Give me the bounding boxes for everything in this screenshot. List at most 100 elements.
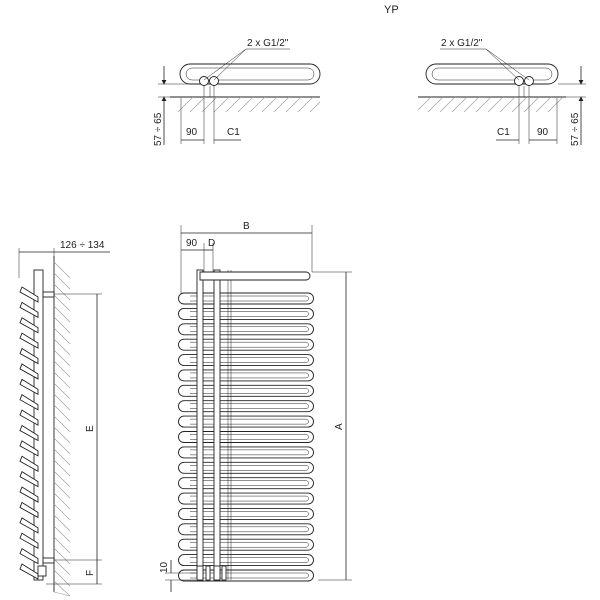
front-tube-inner (190, 326, 309, 333)
side-tube (19, 347, 39, 365)
wall-hatch-line (53, 316, 71, 334)
wall-hatch-line (53, 591, 71, 597)
wall-hatch-line (53, 327, 71, 345)
mounting-bracket (42, 557, 55, 564)
front-collector (196, 269, 204, 581)
spacing-90-label-front: 90 (186, 238, 198, 249)
wall-hatch-line (53, 503, 71, 521)
side-tube (19, 332, 39, 349)
front-tube-inner (190, 311, 309, 317)
front-view: B 90 D A 10 (159, 221, 352, 592)
connection-label: 2 x G1/2" (441, 38, 483, 49)
connector-icon (209, 76, 219, 86)
depth-range-label-left: 57 ÷ 65 (153, 112, 164, 146)
side-tubes (19, 286, 39, 580)
wall-hatch-line (53, 558, 71, 576)
front-tube-inner (190, 557, 309, 563)
side-tube (19, 517, 39, 534)
f-dimension-label: F (85, 570, 96, 576)
wall-hatch-line (53, 294, 71, 312)
a-dimension-label: A (334, 423, 345, 430)
wall-hatch-line (53, 437, 71, 455)
plan-view-right: 2 x G1/2" 57 ÷ 65 C1 90 (417, 38, 586, 146)
front-tube-inner (190, 341, 309, 348)
side-view: 126 ÷ 134 E F (18, 240, 110, 597)
connector-icon (524, 76, 534, 86)
side-tube (19, 301, 39, 319)
wall-hatch-line (53, 272, 71, 290)
wall-hatch-line (53, 393, 71, 411)
side-tube (19, 547, 39, 565)
connector-icon (199, 76, 209, 86)
wall-hatch-line (53, 459, 71, 477)
wall-hatch-line (53, 283, 71, 301)
c1-label-right: C1 (497, 127, 510, 138)
side-tube (19, 563, 39, 580)
side-tube (19, 317, 39, 334)
front-tube-inner (190, 541, 309, 548)
wall-hatch-top-left (177, 96, 321, 113)
side-tube (19, 394, 39, 411)
front-tube-inner (190, 572, 309, 579)
plan-view-left: 2 x G1/2" 57 ÷ 65 90 C1 (153, 38, 321, 146)
side-tube (19, 409, 39, 426)
front-tube-inner (190, 372, 309, 379)
side-tube (19, 286, 39, 303)
side-tube (19, 424, 39, 442)
wall-hatch-line (53, 492, 71, 510)
wall-hatch-line (53, 360, 71, 378)
wall-hatch-line (53, 481, 71, 499)
radiator-outline (425, 63, 559, 85)
front-tube-inner (190, 511, 309, 517)
spacing-90-label-right: 90 (537, 127, 549, 138)
wall-hatch-line (53, 514, 71, 532)
front-tube-inner (190, 526, 309, 533)
side-tube (19, 378, 39, 396)
front-tube-inner (190, 388, 309, 394)
wall-hatch-line (53, 426, 71, 444)
wall-hatch-line (53, 525, 71, 543)
front-tube-inner (190, 295, 309, 302)
bottom-connections (196, 565, 227, 581)
wall-hatch-line (53, 305, 71, 323)
wall-hatch-line (53, 536, 71, 554)
wall-hatch-side (53, 261, 71, 597)
front-tube-inner (190, 434, 309, 440)
spacing-90-label-left: 90 (186, 127, 198, 138)
front-collector (213, 269, 221, 581)
front-tubes (178, 292, 314, 582)
side-tube (19, 455, 39, 473)
side-tube (19, 532, 39, 549)
side-tube (19, 440, 39, 457)
front-tube-inner (190, 403, 309, 409)
front-tube-inner (190, 480, 309, 486)
c1-label-left: C1 (227, 127, 240, 138)
wall-hatch-line (53, 547, 71, 565)
front-tube-inner (190, 449, 309, 456)
side-collector (33, 269, 44, 581)
side-depth-label: 126 ÷ 134 (60, 240, 105, 251)
valve-block (37, 565, 47, 577)
connection-label: 2 x G1/2" (247, 38, 289, 49)
wall-hatch-line (53, 580, 71, 597)
wall-hatch-top-right (417, 96, 564, 113)
front-tube-inner (190, 418, 309, 425)
front-tube-inner (190, 495, 309, 502)
wall-hatch-line (53, 448, 71, 466)
wall-hatch-line (53, 569, 71, 587)
wall-hatch-line (53, 371, 71, 389)
b-dimension-label: B (243, 221, 250, 232)
d-dimension-label: D (208, 238, 215, 249)
side-tube (19, 501, 39, 519)
e-dimension-label: E (85, 425, 96, 432)
wall-hatch-line (53, 470, 71, 488)
front-tube-inner (190, 357, 309, 363)
side-tube (19, 486, 39, 503)
ten-dimension-label: 10 (159, 561, 170, 573)
wall-hatch-line (53, 404, 71, 422)
depth-range-label-right: 57 ÷ 65 (570, 112, 581, 146)
wall-hatch-line (53, 415, 71, 433)
wall-hatch-line (53, 338, 71, 356)
side-tube (19, 471, 39, 488)
